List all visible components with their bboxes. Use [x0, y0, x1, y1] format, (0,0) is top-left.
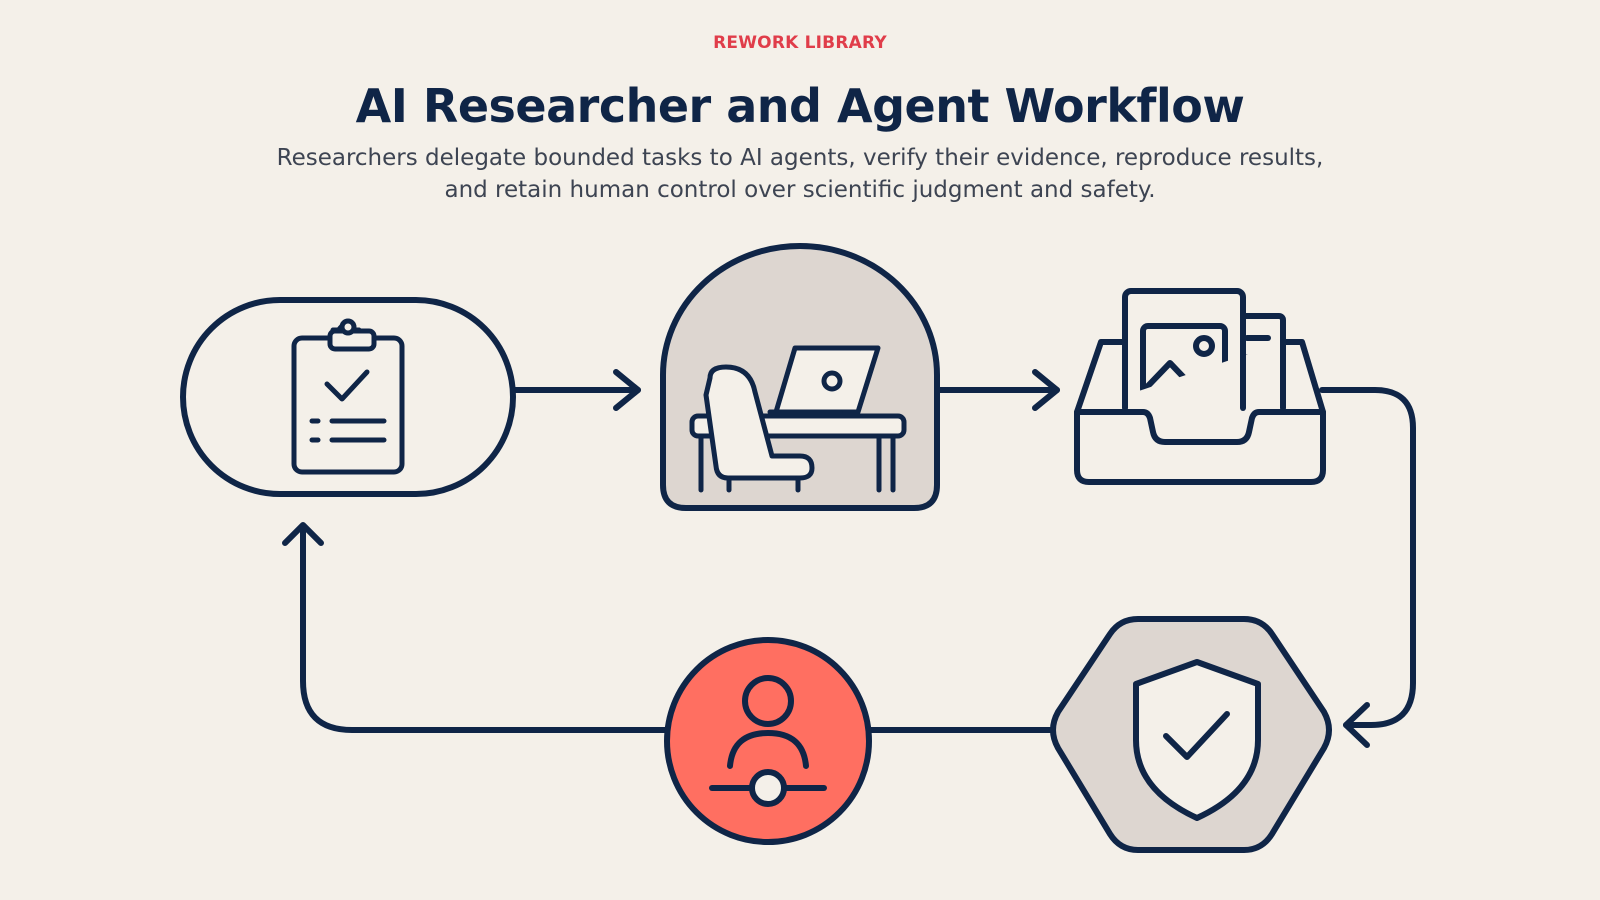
page-subtitle: Researchers delegate bounded tasks to AI… [276, 145, 1324, 203]
arrow-human-to-task [282, 522, 670, 733]
node-human-control-shape [664, 637, 872, 845]
node-agent-workspace [660, 243, 940, 511]
arrow-task-to-workspace [511, 369, 641, 411]
arrow-tray-to-verification [1319, 387, 1416, 748]
node-verification [1050, 616, 1332, 853]
clipboard-check-icon [291, 318, 405, 475]
connectors [282, 369, 1416, 748]
arrow-workspace-to-tray [933, 369, 1060, 411]
shield-check-icon [1133, 659, 1261, 821]
node-task-spec-shape [180, 297, 516, 497]
node-task-spec [180, 297, 516, 497]
desk-laptop-icon [689, 345, 907, 493]
eyebrow-label: REWORK LIBRARY [713, 33, 887, 53]
node-human-control [664, 637, 872, 845]
document-tray-icon [1074, 288, 1326, 485]
node-evidence-tray [1074, 288, 1326, 485]
page-title: AI Researcher and Agent Workflow [355, 79, 1245, 133]
person-control-icon [709, 675, 827, 807]
